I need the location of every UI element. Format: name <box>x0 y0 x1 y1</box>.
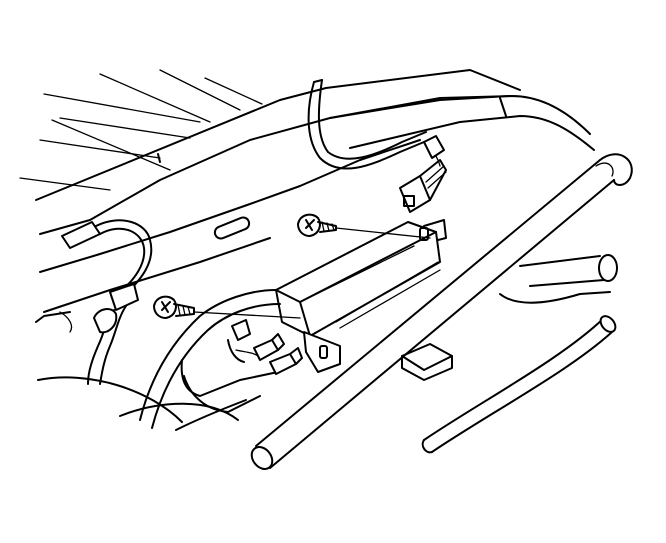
wiring-harness-left <box>61 219 153 385</box>
upper-screw <box>297 213 431 239</box>
lower-screw <box>153 295 301 319</box>
mounting-slots <box>213 216 453 381</box>
control-module <box>275 219 447 373</box>
wiring-harness-lower <box>139 289 303 431</box>
panel-hatching <box>19 69 263 191</box>
lower-structure <box>37 376 239 423</box>
support-tube <box>250 153 633 470</box>
wiring-harness-top <box>307 79 445 170</box>
body-panel <box>35 69 521 333</box>
frame-tube-upper <box>329 95 595 151</box>
frame-tube-right <box>499 254 618 304</box>
loose-tube <box>421 315 617 454</box>
